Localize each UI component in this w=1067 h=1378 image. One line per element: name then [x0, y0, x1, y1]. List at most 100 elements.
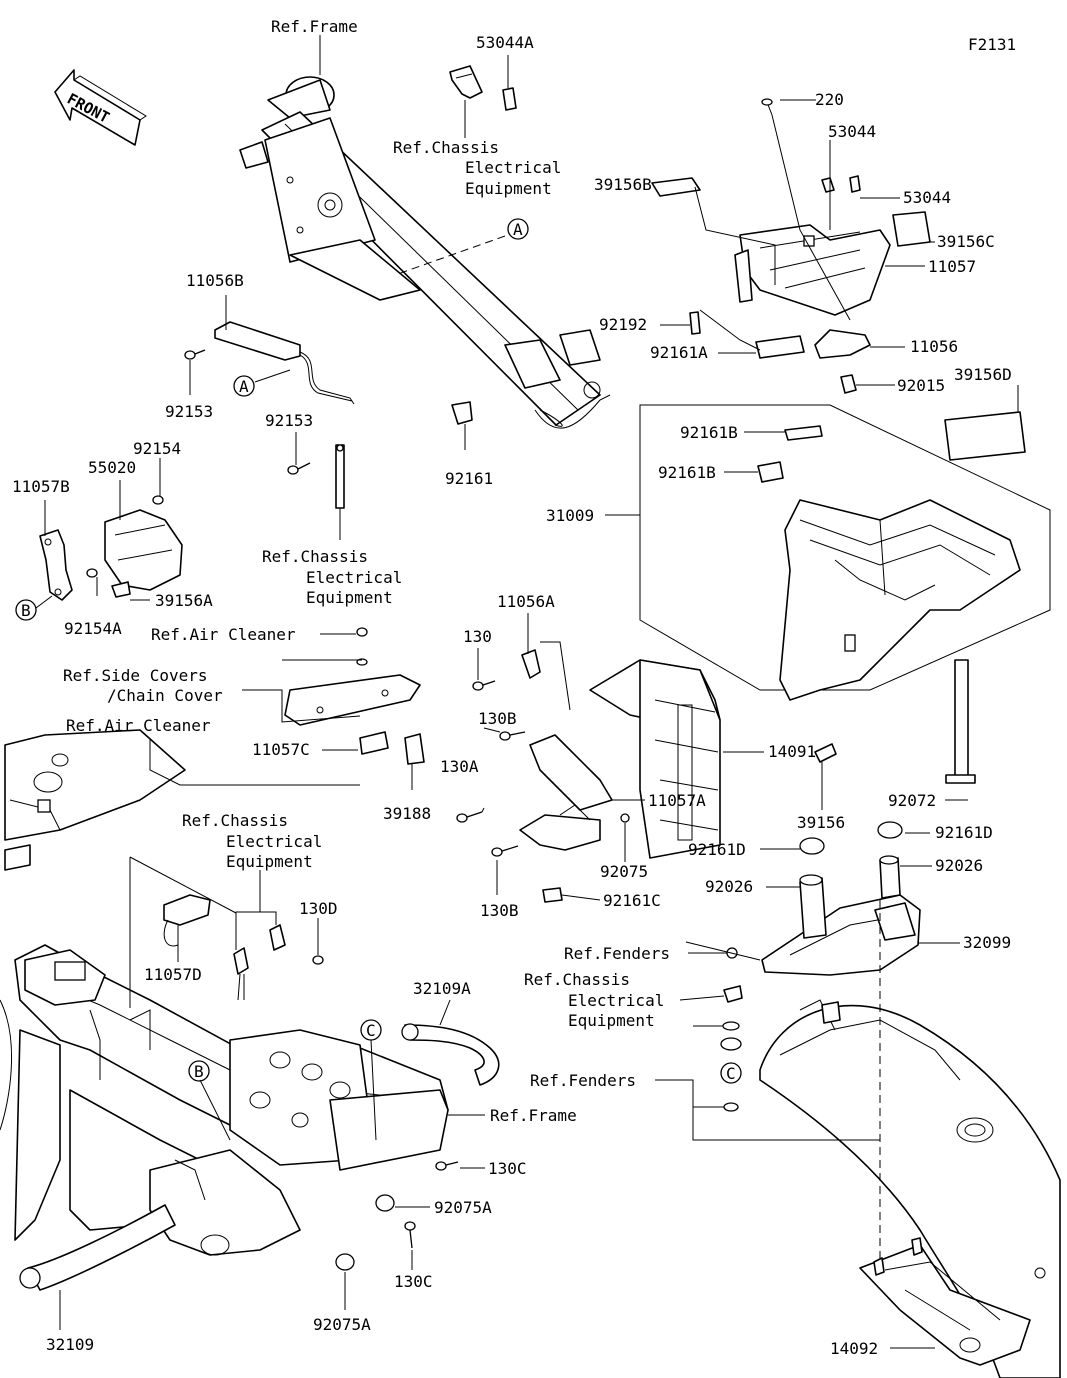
label-ref-chassis-3c: Equipment: [226, 852, 313, 871]
pad-39156d-icon: [944, 411, 1026, 461]
bracket-11056-icon: [814, 329, 871, 359]
grommet-92026b-icon: [879, 855, 901, 899]
tie-strap-icon: [335, 444, 345, 509]
label-ref-frame-2: Ref.Frame: [490, 1106, 577, 1125]
label-130b-1: 130B: [478, 709, 517, 728]
label-92015: 92015: [897, 376, 945, 395]
callout-c-right-label: C: [726, 1064, 736, 1083]
callout-a-left-label: A: [239, 377, 249, 396]
callout-b-left: [15, 599, 37, 621]
cap-92161d1-icon: [799, 837, 825, 855]
pad-92161a-icon: [755, 335, 805, 359]
label-ref-chassis-2a: Ref.Chassis: [262, 547, 368, 566]
label-92161d-2: 92161D: [935, 823, 993, 842]
label-32109a: 32109A: [413, 979, 471, 998]
pad-92161b1-icon: [784, 425, 823, 441]
label-92154a: 92154A: [64, 619, 122, 638]
label-11057: 11057: [928, 257, 976, 276]
bracket-11057a-illustration: [519, 734, 613, 851]
label-92026-b: 92026: [935, 856, 983, 875]
bracket-11057d-illustration: [163, 894, 286, 1001]
pad-39156-icon: [814, 743, 837, 763]
side-cover-bracket-illustration: [284, 627, 425, 765]
screw-92153b-icon: [287, 462, 311, 475]
label-92026-a: 92026: [705, 877, 753, 896]
part-53044a-illustration: [449, 65, 517, 111]
label-92154: 92154: [133, 439, 181, 458]
label-130c-2: 130C: [394, 1272, 433, 1291]
main-frame-illustration: [0, 944, 449, 1256]
label-92161c: 92161C: [603, 891, 661, 910]
label-11057a: 11057A: [648, 791, 706, 810]
label-130b-2: 130B: [480, 901, 519, 920]
callout-b-left-label: B: [21, 601, 31, 620]
label-11057c: 11057C: [252, 740, 310, 759]
front-arrow-icon: FRONT: [54, 69, 147, 146]
label-32099: 32099: [963, 933, 1011, 952]
callout-b-frame-label: B: [194, 1062, 204, 1081]
bolt-130-icon: [472, 681, 484, 691]
part-labels: Ref.Frame 53044A Ref.Chassis Electrical …: [12, 17, 1012, 1358]
bolt-92154-icon: [152, 495, 164, 505]
bracket-11057-illustration: [651, 98, 931, 321]
label-32109: 32109: [46, 1335, 94, 1354]
label-14092: 14092: [830, 1339, 878, 1358]
ecu-14091-illustration: [589, 659, 721, 859]
diagram-code: F2131: [968, 35, 1016, 54]
air-cleaner-illustration: [4, 729, 186, 871]
grommet-icon: [720, 1037, 742, 1051]
washer-icon: [722, 1021, 740, 1031]
pipe-32109-illustration: [19, 1204, 176, 1291]
bracket-11057b-illustration: [39, 529, 73, 601]
label-ref-fenders-1: Ref.Fenders: [564, 944, 670, 963]
label-ref-chassis-2b: Electrical: [306, 568, 402, 587]
label-ref-chassis-1a: Ref.Chassis: [393, 138, 499, 157]
label-39156: 39156: [797, 813, 845, 832]
label-55020: 55020: [88, 458, 136, 477]
callout-b-frame: [188, 1060, 210, 1082]
label-92161b-1: 92161B: [680, 423, 738, 442]
pad-92161c-icon: [542, 887, 563, 903]
label-130a: 130A: [440, 757, 479, 776]
label-11056b: 11056B: [186, 271, 244, 290]
strap-92072-icon: [954, 659, 969, 783]
callout-c-frame-label: C: [366, 1021, 376, 1040]
battery-case-31009-illustration: [757, 425, 1021, 701]
label-11057b: 11057B: [12, 477, 70, 496]
label-92153-a: 92153: [165, 402, 213, 421]
label-39156a: 39156A: [155, 591, 213, 610]
label-ref-side-covers-2: /Chain Cover: [107, 686, 223, 705]
label-ref-chassis-4c: Equipment: [568, 1011, 655, 1030]
cover-55020-illustration: [104, 509, 183, 591]
label-220: 220: [815, 90, 844, 109]
label-130d: 130D: [299, 899, 338, 918]
leader-lines: [44, 35, 1019, 1349]
label-92153-b: 92153: [265, 411, 313, 430]
label-53044-a: 53044: [828, 122, 876, 141]
label-ref-air-cleaner-1: Ref.Air Cleaner: [151, 625, 296, 644]
bolt-130d-icon: [312, 955, 324, 965]
label-92075: 92075: [600, 862, 648, 881]
label-ref-chassis-3a: Ref.Chassis: [182, 811, 288, 830]
label-92161a: 92161A: [650, 343, 708, 362]
pad-39156a-icon: [111, 581, 131, 598]
collar-92015-icon: [840, 374, 857, 394]
bolt-130a-icon: [456, 813, 468, 823]
label-ref-chassis-2c: Equipment: [306, 588, 393, 607]
callout-a-top: [507, 218, 529, 240]
screw-92153-icon: [184, 349, 206, 360]
frame-illustration: [239, 76, 611, 429]
label-11056: 11056: [910, 337, 958, 356]
callout-a-top-label: A: [513, 220, 523, 239]
cap-92161d2-icon: [877, 821, 903, 839]
label-ref-fenders-2: Ref.Fenders: [530, 1071, 636, 1090]
clip-icon: [723, 985, 743, 1003]
label-ref-frame-top: Ref.Frame: [271, 17, 358, 36]
label-ref-chassis-3b: Electrical: [226, 832, 322, 851]
pad-92161b2-icon: [757, 461, 784, 483]
bracket-32099-illustration: [761, 894, 921, 976]
label-92072: 92072: [888, 791, 936, 810]
fender-mount-14092-illustration: [859, 1237, 1031, 1366]
label-11057d: 11057D: [144, 965, 202, 984]
label-14091: 14091: [768, 742, 816, 761]
